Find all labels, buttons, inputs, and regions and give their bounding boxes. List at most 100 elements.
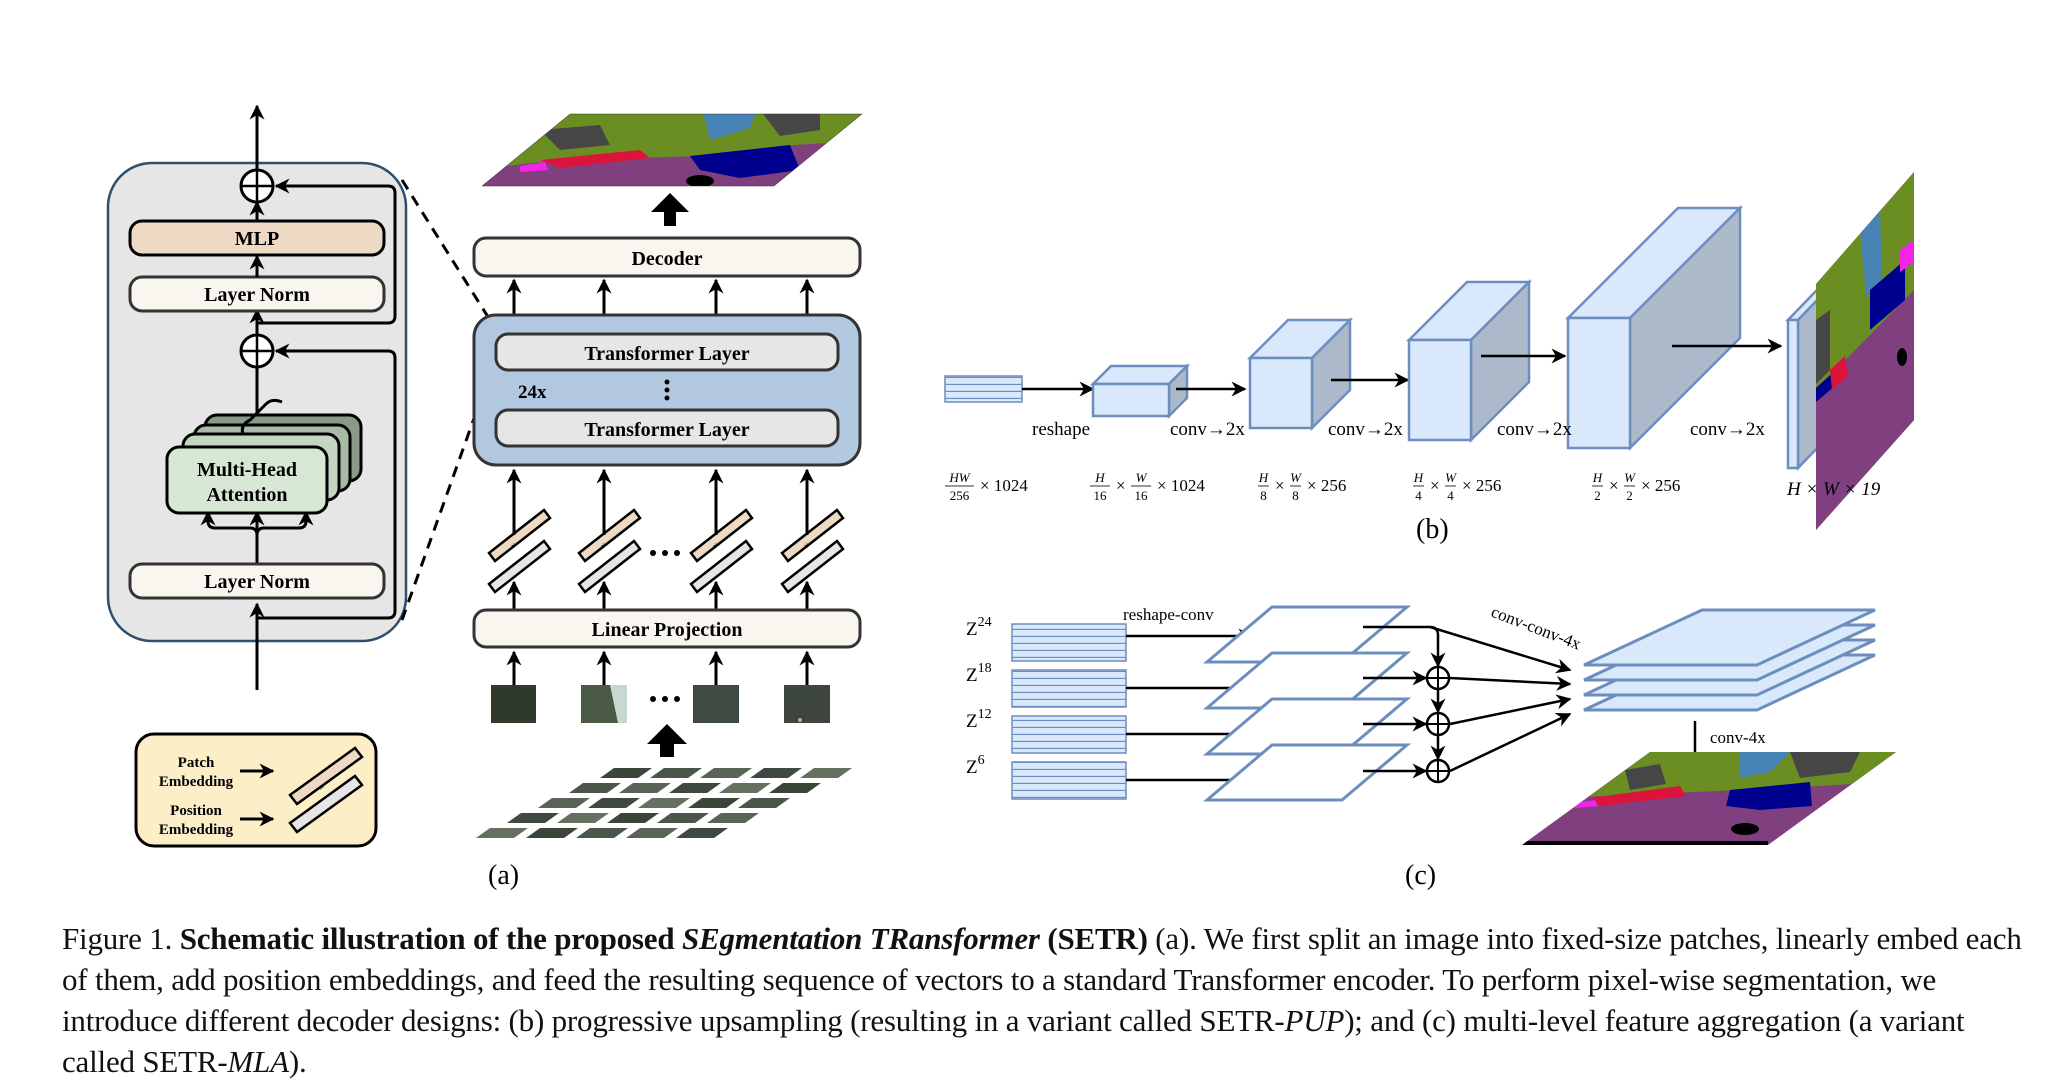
image-patches (491, 685, 830, 723)
patch-grid (476, 768, 852, 838)
grid-patch (626, 828, 678, 838)
stack-to-decoder-arrows (506, 278, 815, 315)
cube-front (1091, 382, 1171, 418)
token-embedding-pair: + (780, 500, 845, 594)
ellipsis-embeddings (650, 550, 680, 556)
op-label-conv-1: conv→2x (1170, 419, 1245, 440)
caption-text-2: ); and (c) multi-level feature aggregati… (62, 1003, 1965, 1079)
frac-den: 8 (1260, 488, 1267, 503)
panel-b: reshape conv→2x conv→2x conv→2x conv→2x … (944, 172, 1914, 545)
frac-num: H (1258, 470, 1269, 485)
caption-italic-1: PUP (1284, 1003, 1345, 1038)
aggregation-network (1363, 625, 1572, 779)
frac-den: 2 (1594, 488, 1601, 503)
legend-patch-embedding-icon (288, 746, 364, 806)
dim-text: × (1275, 476, 1285, 495)
grid-patch (707, 813, 759, 823)
mla-input-row: Z6 (966, 753, 1254, 800)
segmentation-output-top (481, 113, 863, 187)
mla-input-row: Z18 (966, 661, 1254, 708)
caption-bold-1: Schematic illustration of the proposed (179, 921, 682, 956)
dim-text: × 1024 (1157, 476, 1205, 495)
decoder-box (472, 236, 862, 278)
linear-projection-label: Linear Projection (592, 619, 743, 641)
grid-patch (800, 768, 852, 778)
grid-patch (669, 783, 721, 793)
setr-figure: Multi-Head Attention Layer Norm MLP (106, 104, 1914, 891)
zoom-line-top (400, 179, 502, 337)
final-dim-label: H × W × 19 (1786, 479, 1881, 500)
layer-norm-bottom-box (128, 562, 386, 600)
feature-cube (1405, 278, 1567, 444)
decoder-label: Decoder (631, 248, 702, 270)
grid-patch (507, 813, 559, 823)
cube-front (1407, 338, 1473, 442)
attention-label-line2: Attention (206, 484, 287, 506)
frac-den: 256 (950, 488, 970, 503)
token-embedding-pair: + (487, 500, 552, 594)
feature-cube (1089, 362, 1247, 420)
mlp-label: MLP (235, 228, 279, 250)
grid-patch (650, 768, 702, 778)
sum-node (1425, 758, 1451, 784)
transformer-layer-bottom-box (494, 408, 840, 448)
grid-patch (750, 768, 802, 778)
token-sequence (1011, 669, 1127, 708)
op-label-conv-2: conv→2x (1328, 419, 1403, 440)
aggregated-feature-plane (1583, 608, 1876, 667)
panel-a: Multi-Head Attention Layer Norm MLP (106, 104, 863, 891)
grid-patch (657, 813, 709, 823)
embedding-legend: Patch Embedding Position Embedding + (134, 732, 378, 848)
frac-num: W (1624, 470, 1636, 485)
legend-position-line2: Embedding (159, 822, 234, 838)
op-labels: reshape conv→2x conv→2x conv→2x conv→2x (1032, 419, 1765, 440)
patch-embedding-bar (577, 508, 642, 563)
linear-projection-box (472, 608, 862, 649)
plus-sign: + (804, 540, 810, 552)
dim-text: × (1609, 476, 1619, 495)
image-patch (784, 685, 830, 723)
sequence-tokens (944, 375, 1023, 403)
dimension-label: H8×W8× 256 (1258, 470, 1347, 503)
patch-embedding-bar (487, 508, 552, 563)
grid-patch (476, 828, 528, 838)
layer-label: Z12 (966, 707, 992, 732)
dimension-label: H4×W4× 256 (1413, 470, 1502, 503)
big-up-arrow-top (651, 193, 689, 226)
caption-text-3: ). (288, 1044, 307, 1079)
layer-label: Z6 (966, 753, 985, 778)
token-embeddings: ++++ (487, 500, 845, 594)
layer-superscript: 18 (978, 661, 992, 676)
layer-superscript: 24 (978, 615, 992, 630)
panel-a-label: (a) (488, 860, 519, 891)
plus-sign: + (511, 540, 517, 552)
layer-label: Z18 (966, 661, 992, 686)
plus-sign: + (601, 540, 607, 552)
caption-prefix: Figure 1. (62, 921, 180, 956)
frac-num: H (1592, 470, 1603, 485)
caption-italic-2: MLA (227, 1044, 289, 1079)
transformer-layer-top-box (494, 332, 840, 372)
attention-label-line1: Multi-Head (197, 459, 297, 481)
dim-text: × (1116, 476, 1126, 495)
patch-embedding-bar (780, 508, 845, 563)
plane (1202, 743, 1412, 802)
caption-text-1: (a). We first split an image into fixed-… (62, 921, 2022, 1038)
reshape-conv-label: reshape-conv (1123, 605, 1214, 624)
grid-patch (538, 798, 590, 808)
embedding-to-stack-arrows (506, 468, 815, 500)
layer-norm-bottom-label: Layer Norm (204, 571, 310, 593)
frac-num: W (1290, 470, 1302, 485)
dim-text: × 256 (1462, 476, 1501, 495)
position-embedding-bar (689, 539, 754, 594)
figure-caption: Figure 1. Schematic illustration of the … (62, 918, 2022, 1082)
transformer-layer-bottom-label: Transformer Layer (584, 419, 749, 441)
ellipsis-patches (650, 696, 680, 702)
grid-patch (526, 828, 578, 838)
encoder-block-detail: Multi-Head Attention Layer Norm MLP (106, 104, 408, 690)
repeat-count-label: 24x (518, 382, 547, 403)
frac-den: 16 (1135, 488, 1149, 503)
token-sequence (1011, 761, 1127, 800)
conv-conv-4x-label: conv-conv-4x (1489, 602, 1584, 654)
